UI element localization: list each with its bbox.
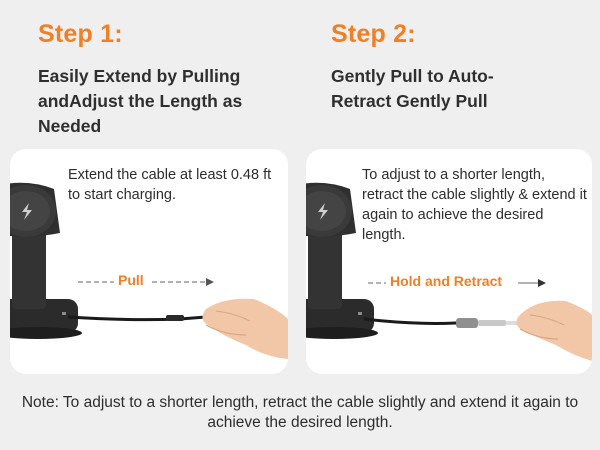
cable [67,315,207,322]
step1-illustration [10,182,288,359]
hand-icon [202,298,288,359]
step2-panel: To adjust to a shorter length, retract t… [306,149,592,374]
pull-label: Pull [116,272,146,288]
cable [363,317,474,325]
step1-instruction: Extend the cable at least 0.48 ft to sta… [68,167,272,203]
footer-note: Note: To adjust to a shorter length, ret… [21,394,579,431]
step2-subtitle: Gently Pull to Auto-Retract Gently Pull [331,66,494,111]
wireless-charging-icon [22,203,32,220]
step2-title: Step 2: [331,20,416,48]
wireless-charging-icon [318,203,328,220]
step1-subtitle: Easily Extend by Pulling andAdjust the L… [38,66,243,136]
step2-instruction: To adjust to a shorter length, retract t… [362,167,587,243]
hand-icon [516,300,592,361]
step1-panel: Extend the cable at least 0.48 ft to sta… [10,149,288,374]
step1-title: Step 1: [38,20,123,48]
charger-stand-icon [10,182,82,339]
hold-and-retract-label: Hold and Retract [388,273,505,289]
charger-stand-icon [306,182,378,339]
step2-illustration [306,182,592,361]
